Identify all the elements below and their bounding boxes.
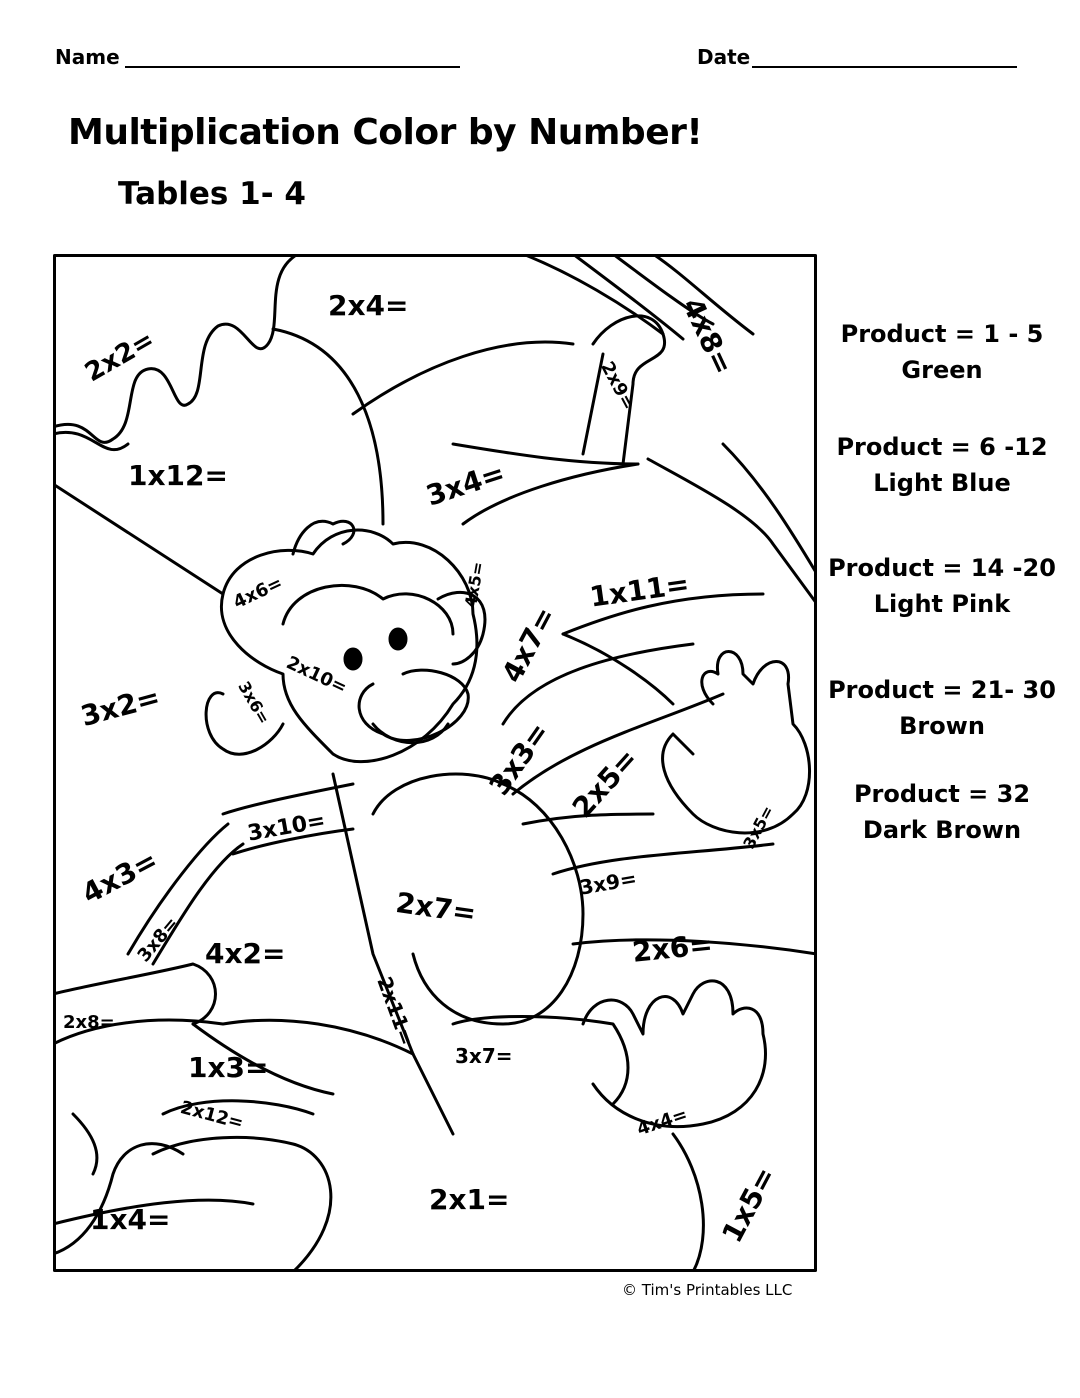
name-label: Name <box>55 45 120 69</box>
page-subtitle: Tables 1- 4 <box>118 176 306 212</box>
key-color: Light Blue <box>873 469 1011 497</box>
problem-2x6: 2x6= <box>630 927 715 969</box>
key-item: Product = 14 -20 Light Pink <box>828 550 1056 622</box>
problem-2x8: 2x8= <box>63 1012 115 1033</box>
page-title: Multiplication Color by Number! <box>68 112 703 153</box>
name-line[interactable] <box>125 66 460 68</box>
problem-2x1: 2x1= <box>429 1183 510 1216</box>
key-item: Product = 32 Dark Brown <box>828 776 1056 848</box>
problem-3x7: 3x7= <box>455 1044 513 1068</box>
monkey-line-art <box>53 254 817 1272</box>
problem-1x12: 1x12= <box>128 459 228 492</box>
date-line[interactable] <box>752 66 1017 68</box>
key-range: Product = 21- 30 <box>828 676 1056 704</box>
key-range: Product = 32 <box>853 780 1031 808</box>
key-color: Brown <box>899 712 985 740</box>
date-label: Date <box>697 45 751 69</box>
key-item: Product = 6 -12 Light Blue <box>828 429 1056 501</box>
key-color: Light Pink <box>873 590 1011 618</box>
key-item: Product = 1 - 5 Green <box>828 316 1056 388</box>
key-item: Product = 21- 30 Brown <box>828 672 1056 744</box>
key-color: Dark Brown <box>862 816 1022 844</box>
problem-4x2: 4x2= <box>205 937 286 970</box>
key-color: Green <box>901 356 983 384</box>
key-range: Product = 14 -20 <box>828 554 1056 582</box>
copyright: © Tim's Printables LLC <box>622 1281 793 1299</box>
problem-2x4: 2x4= <box>328 289 409 322</box>
coloring-picture: 2x2= 2x4= 4x8= 2x9= 1x12= 3x4= 4x6= 1x11… <box>53 254 817 1272</box>
problem-1x3: 1x3= <box>188 1051 269 1084</box>
problem-1x4: 1x4= <box>90 1203 171 1236</box>
key-range: Product = 6 -12 <box>836 433 1048 461</box>
key-range: Product = 1 - 5 <box>840 320 1044 348</box>
